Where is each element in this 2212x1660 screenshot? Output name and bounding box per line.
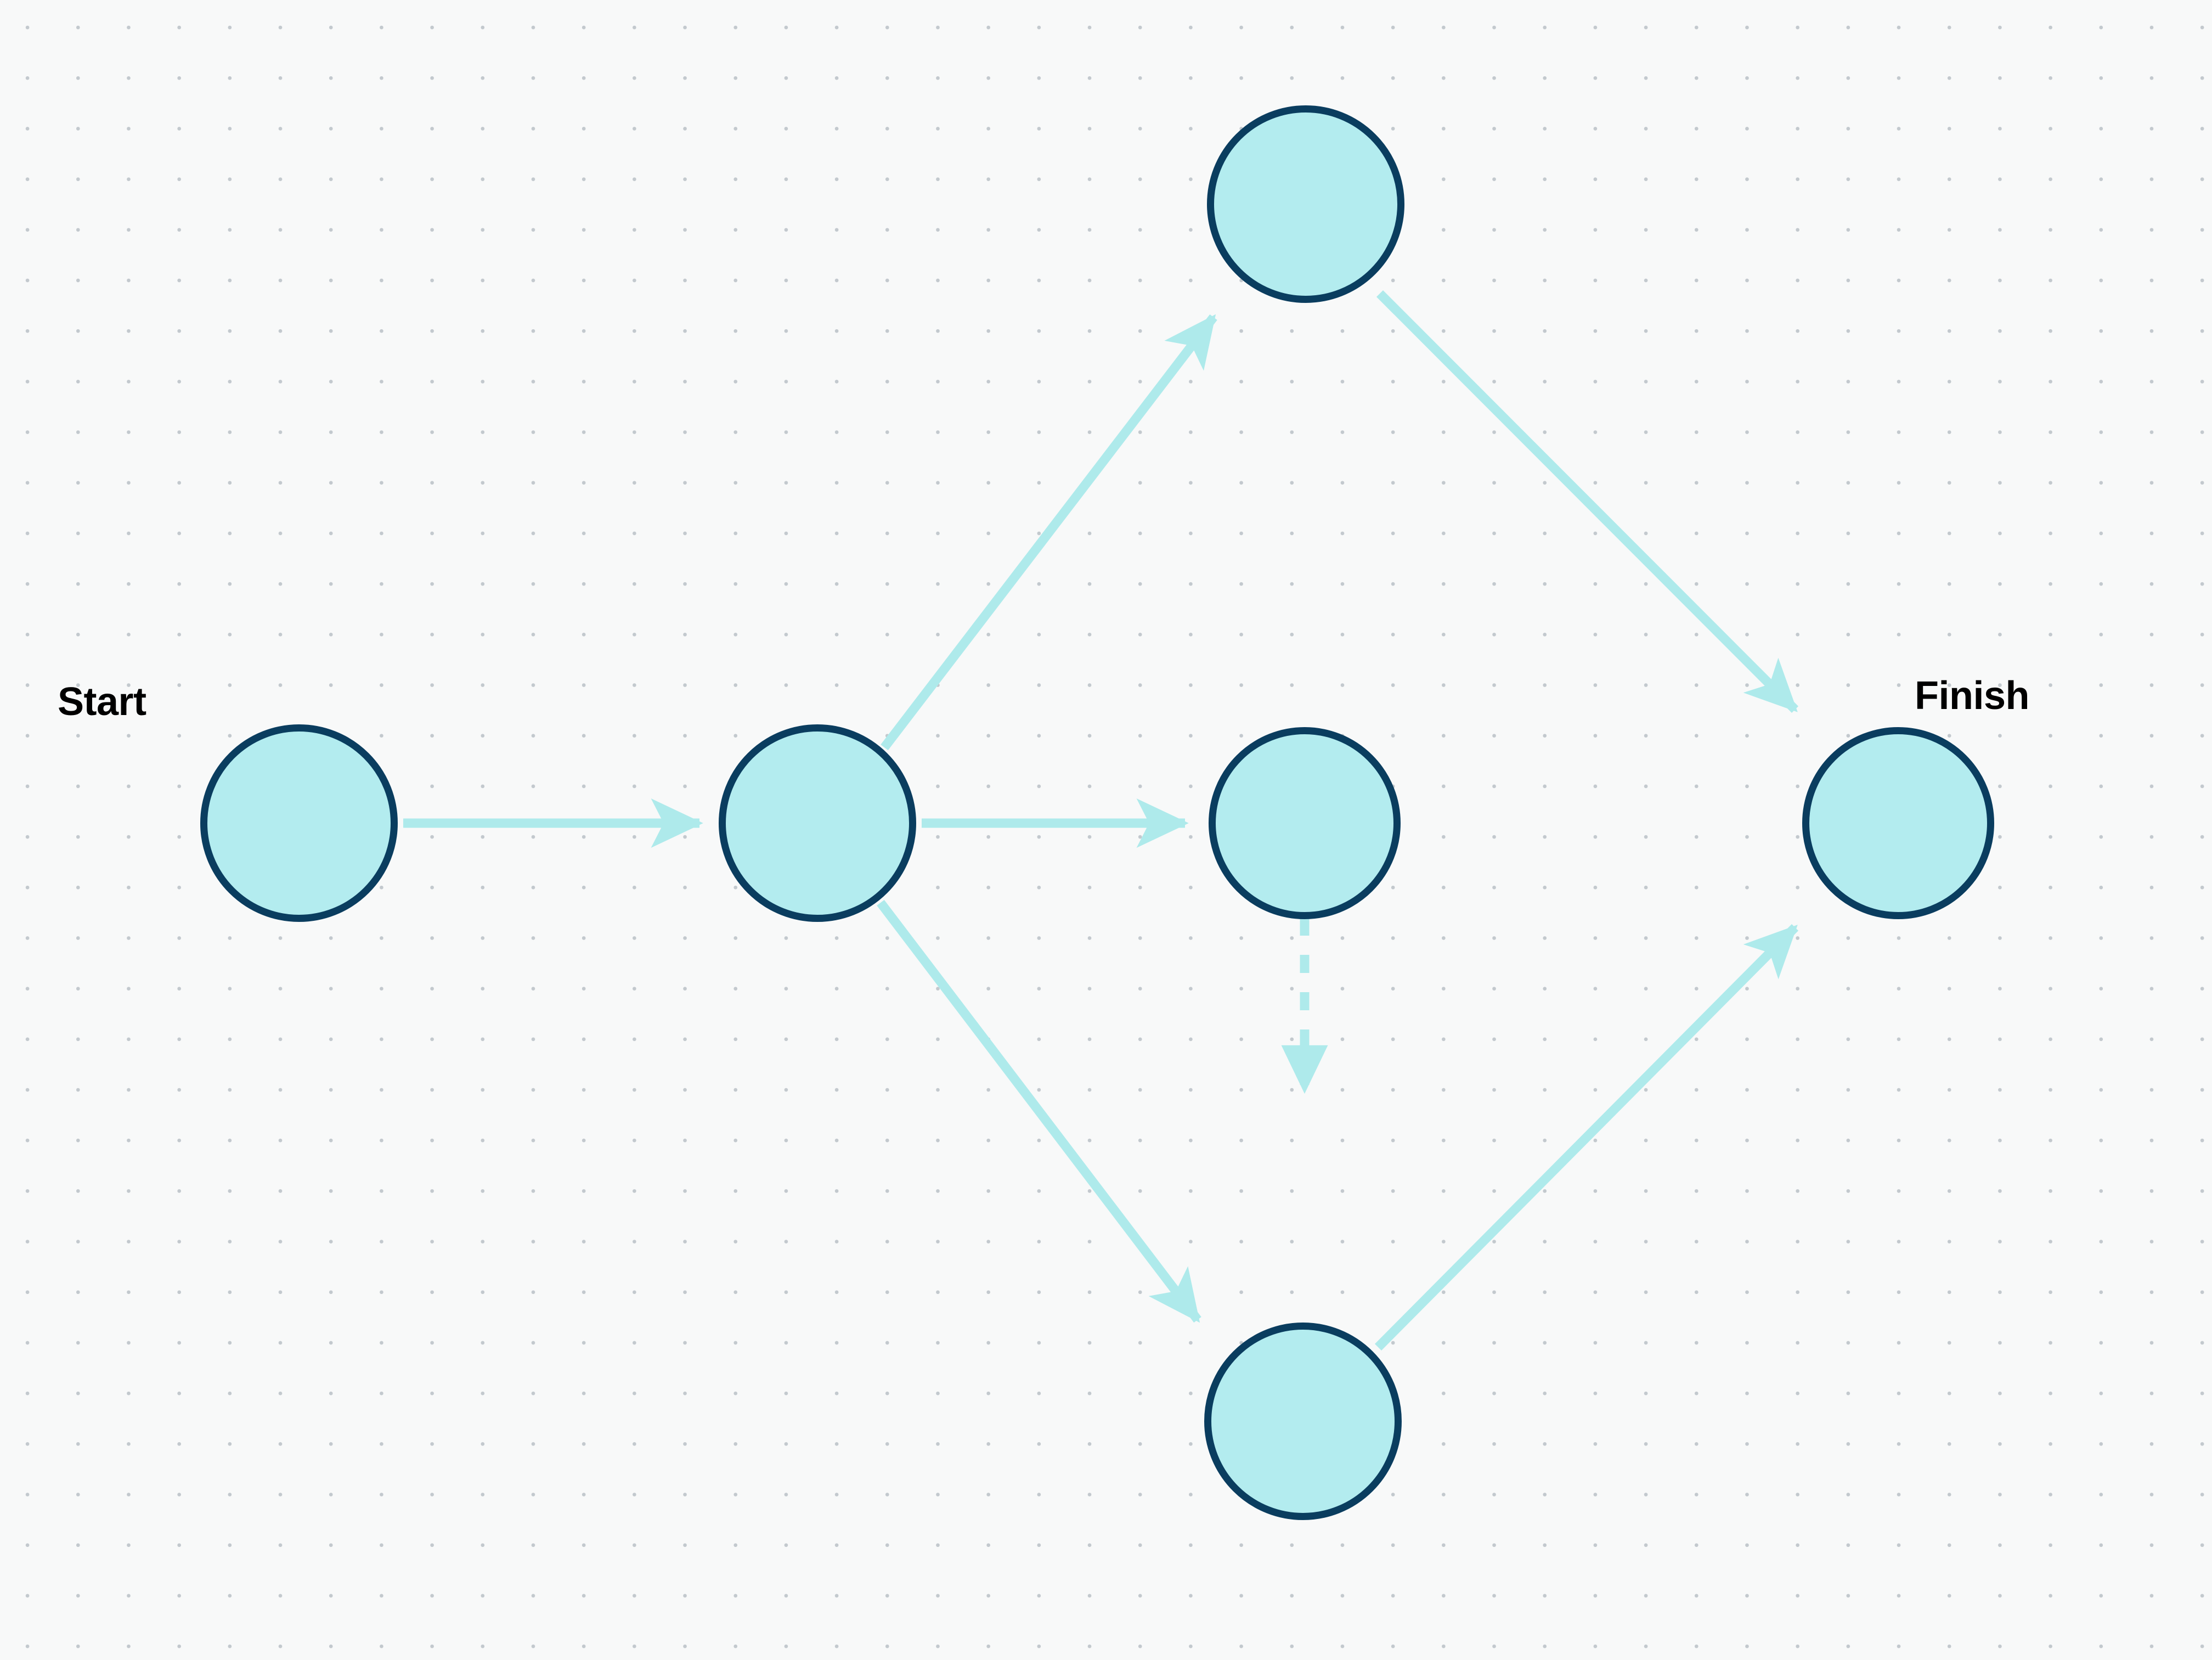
node-middle[interactable] [1209, 727, 1401, 919]
edge-bottom-to-finish[interactable] [1374, 924, 1799, 1350]
edges-group [403, 290, 1799, 1350]
node-hub[interactable] [719, 724, 916, 922]
finish-label: Finish [1915, 674, 2030, 718]
edge-hub-to-bottom[interactable] [877, 899, 1201, 1323]
node-start[interactable] [200, 724, 398, 922]
edge-top-to-finish[interactable] [1376, 290, 1799, 713]
node-finish[interactable] [1802, 727, 1994, 919]
start-label: Start [58, 680, 146, 724]
edge-hub-to-top[interactable] [881, 314, 1217, 751]
node-top[interactable] [1207, 105, 1404, 303]
node-bottom[interactable] [1204, 1323, 1402, 1520]
